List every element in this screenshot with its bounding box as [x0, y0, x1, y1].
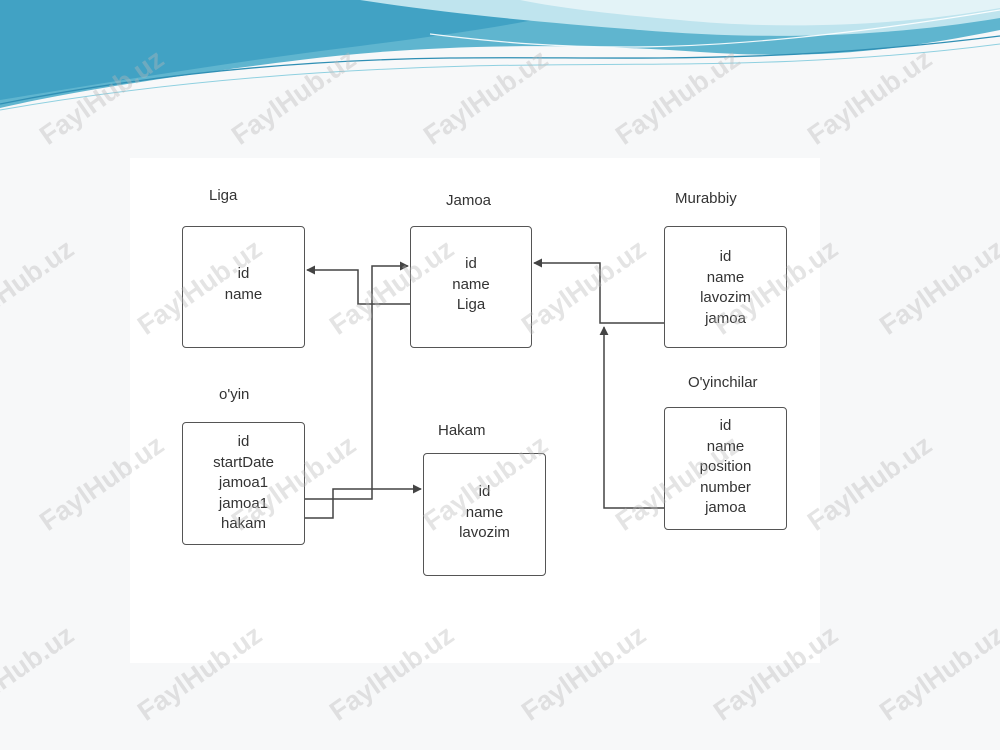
watermark: FaylHub.uz	[0, 619, 80, 727]
murabbiy-title: Murabbiy	[675, 190, 737, 207]
oyin-title: o'yin	[219, 386, 250, 403]
jamoa-field-id: id	[465, 255, 477, 272]
jamoa-field-liga: Liga	[456, 296, 486, 313]
oyinchilar-title: O'yinchilar	[688, 374, 758, 391]
hakam-title: Hakam	[438, 422, 486, 439]
oyin-field-startdate: startDate	[213, 453, 274, 471]
murabbiy-field-lavozim: lavozim	[700, 289, 751, 306]
watermark: FaylHub.uz	[874, 233, 1000, 341]
jamoa-entity-box: id name Liga	[410, 226, 532, 348]
oyin-field-hakam: hakam	[220, 515, 267, 532]
hakam-field-name: name	[465, 503, 504, 521]
hakam-field-lavozim: lavozim	[459, 524, 510, 541]
murabbiy-field-id: id	[719, 248, 732, 265]
jamoa-title: Jamoa	[446, 192, 492, 209]
oyin-field-jamoa2: jamoa1	[218, 494, 269, 512]
oyin-field-jamoa1: jamoa1	[218, 474, 269, 491]
liga-entity-box: id name	[182, 226, 305, 348]
hakam-entity-box: id name lavozim	[423, 453, 546, 576]
watermark: FaylHub.uz	[802, 429, 938, 537]
oyin-entity-box: id startDate jamoa1 jamoa1 hakam	[182, 422, 305, 545]
jamoa-field-name: name	[452, 275, 490, 293]
liga-field-name: name	[224, 285, 263, 303]
oyinchilar-field-position: position	[699, 458, 752, 475]
oyinchilar-field-name: name	[706, 437, 745, 455]
liga-title: Liga	[209, 187, 238, 204]
hakam-field-id: id	[478, 483, 491, 500]
liga-field-id: id	[237, 265, 250, 282]
oyinchilar-entity-box: id name position number jamoa	[664, 407, 787, 530]
murabbiy-field-name: name	[706, 268, 745, 286]
header-wave-banner	[0, 0, 1000, 111]
murabbiy-entity-box: id name lavozim jamoa	[664, 226, 787, 348]
watermark: FaylHub.uz	[0, 233, 80, 341]
murabbiy-field-jamoa: jamoa	[705, 309, 746, 327]
oyin-field-id: id	[237, 433, 250, 450]
oyinchilar-field-jamoa: jamoa	[705, 499, 746, 516]
watermark: FaylHub.uz	[874, 619, 1000, 727]
oyinchilar-field-id: id	[719, 417, 732, 434]
oyinchilar-field-number: number	[700, 478, 751, 496]
